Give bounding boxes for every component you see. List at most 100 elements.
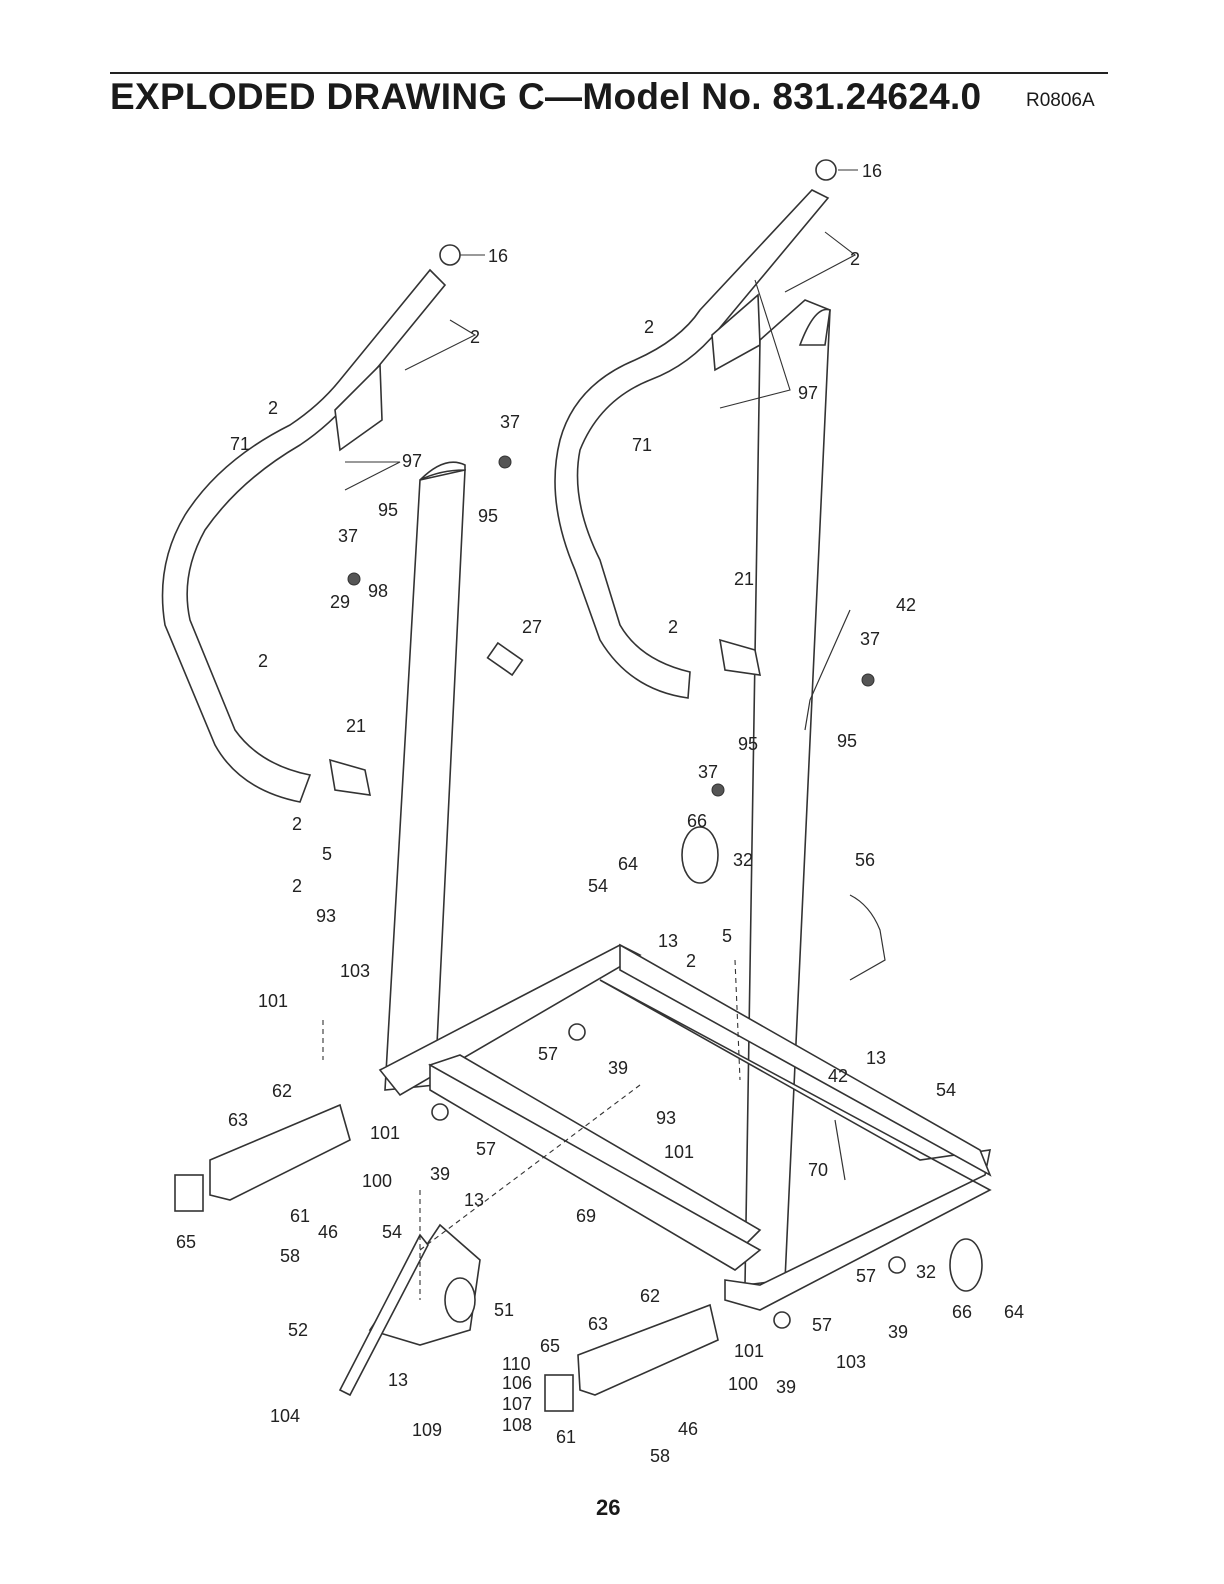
callout: 13 xyxy=(464,1190,484,1210)
endcap-left xyxy=(439,244,461,266)
callout: 103 xyxy=(836,1352,866,1372)
callout: 71 xyxy=(230,434,250,454)
callout: 2 xyxy=(668,617,678,637)
callout: 93 xyxy=(656,1108,676,1128)
callout: 2 xyxy=(268,398,278,418)
callout: 97 xyxy=(798,383,818,403)
callout: 61 xyxy=(556,1427,576,1447)
callout: 2 xyxy=(292,814,302,834)
callout: 39 xyxy=(430,1164,450,1184)
base-frame xyxy=(378,943,992,1311)
callout: 104 xyxy=(270,1406,300,1426)
callout: 37 xyxy=(500,412,520,432)
leveler-57a xyxy=(568,1023,586,1041)
callout: 51 xyxy=(494,1300,514,1320)
page-number: 26 xyxy=(596,1495,621,1520)
callout-labels: 16 2 2 71 97 37 95 95 37 29 98 2 27 21 2… xyxy=(176,161,1024,1466)
callout: 65 xyxy=(176,1232,196,1252)
callout: 62 xyxy=(640,1286,660,1306)
bolt-37c xyxy=(861,673,875,687)
callout: 39 xyxy=(608,1058,628,1078)
leveler-57c xyxy=(888,1256,906,1274)
callout: 58 xyxy=(280,1246,300,1266)
callout: 95 xyxy=(837,731,857,751)
callout: 21 xyxy=(734,569,754,589)
callout: 13 xyxy=(658,931,678,951)
callout: 2 xyxy=(292,876,302,896)
callout: 108 xyxy=(502,1415,532,1435)
leveler-57b xyxy=(431,1103,449,1121)
callout: 110 xyxy=(502,1354,531,1374)
callout: 95 xyxy=(378,500,398,520)
callout: 101 xyxy=(734,1341,764,1361)
upper-roller xyxy=(681,826,719,884)
grip-left xyxy=(329,758,372,796)
lead-2a xyxy=(404,319,477,371)
callout: 64 xyxy=(1004,1302,1024,1322)
callout: 103 xyxy=(340,961,370,981)
callout: 97 xyxy=(402,451,422,471)
page-title: EXPLODED DRAWING C—Model No. 831.24624.0 xyxy=(110,76,982,117)
bolt-37b xyxy=(498,455,512,469)
callout: 66 xyxy=(687,811,707,831)
lower-roller xyxy=(949,1238,983,1292)
callout: 37 xyxy=(338,526,358,546)
callout: 13 xyxy=(388,1370,408,1390)
dash-line-c xyxy=(734,959,741,1081)
callout: 27 xyxy=(522,617,542,637)
left-upright xyxy=(384,461,466,1091)
drawing-code: R0806A xyxy=(1026,90,1095,111)
callout: 46 xyxy=(678,1419,698,1439)
callout: 42 xyxy=(828,1066,848,1086)
callout: 95 xyxy=(478,506,498,526)
callout: 2 xyxy=(644,317,654,337)
callout: 13 xyxy=(866,1048,886,1068)
callout: 101 xyxy=(664,1142,694,1162)
wire-harness xyxy=(849,894,886,981)
callout: 56 xyxy=(855,850,875,870)
callout: 100 xyxy=(728,1374,758,1394)
callout: 57 xyxy=(538,1044,558,1064)
callout: 32 xyxy=(733,850,753,870)
lead-97b xyxy=(719,279,791,409)
callout: 109 xyxy=(412,1420,442,1440)
dash-line-a xyxy=(419,1084,641,1251)
callout: 57 xyxy=(476,1139,496,1159)
bolt-37 xyxy=(347,572,361,586)
callout: 2 xyxy=(258,651,268,671)
callout: 66 xyxy=(952,1302,972,1322)
endcap-right xyxy=(815,159,837,181)
callout: 46 xyxy=(318,1222,338,1242)
callout: 63 xyxy=(588,1314,608,1334)
leveler-57d xyxy=(773,1311,791,1329)
callout: 52 xyxy=(288,1320,308,1340)
callout: 16 xyxy=(488,246,508,266)
callout: 32 xyxy=(916,1262,936,1282)
callout: 54 xyxy=(936,1080,956,1100)
callout: 57 xyxy=(812,1315,832,1335)
callout: 63 xyxy=(228,1110,248,1130)
callout: 57 xyxy=(856,1266,876,1286)
callout: 106 xyxy=(502,1373,532,1393)
callout: 62 xyxy=(272,1081,292,1101)
callout: 39 xyxy=(776,1377,796,1397)
callout: 64 xyxy=(618,854,638,874)
bolt-37d xyxy=(711,783,725,797)
header-rule xyxy=(110,72,1108,74)
grip-right xyxy=(719,638,762,676)
callout: 5 xyxy=(722,926,732,946)
callout: 2 xyxy=(470,327,480,347)
right-foot xyxy=(544,1303,719,1412)
callout: 39 xyxy=(888,1322,908,1342)
callout: 101 xyxy=(370,1123,400,1143)
callout: 95 xyxy=(738,734,758,754)
callout: 71 xyxy=(632,435,652,455)
callout: 54 xyxy=(588,876,608,896)
callout: 5 xyxy=(322,844,332,864)
callout: 29 xyxy=(330,592,350,612)
callout: 98 xyxy=(368,581,388,601)
motor-assembly xyxy=(338,1223,481,1397)
callout: 61 xyxy=(290,1206,310,1226)
callout: 21 xyxy=(346,716,366,736)
